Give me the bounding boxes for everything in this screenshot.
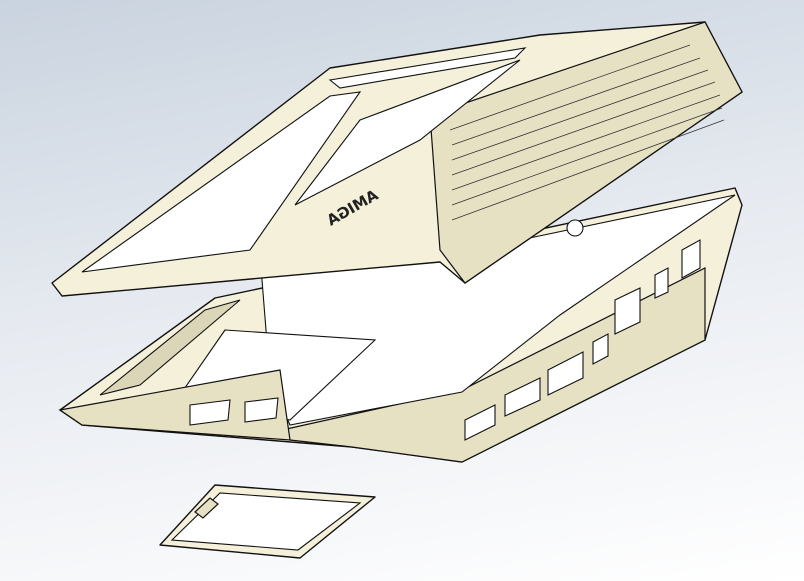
standoff: [566, 219, 584, 237]
side-ports: [189, 239, 701, 441]
keyboard-vents: [449, 44, 725, 221]
bottom-access-panel: [159, 484, 376, 559]
top-cover: AMIGA: [51, 21, 743, 297]
